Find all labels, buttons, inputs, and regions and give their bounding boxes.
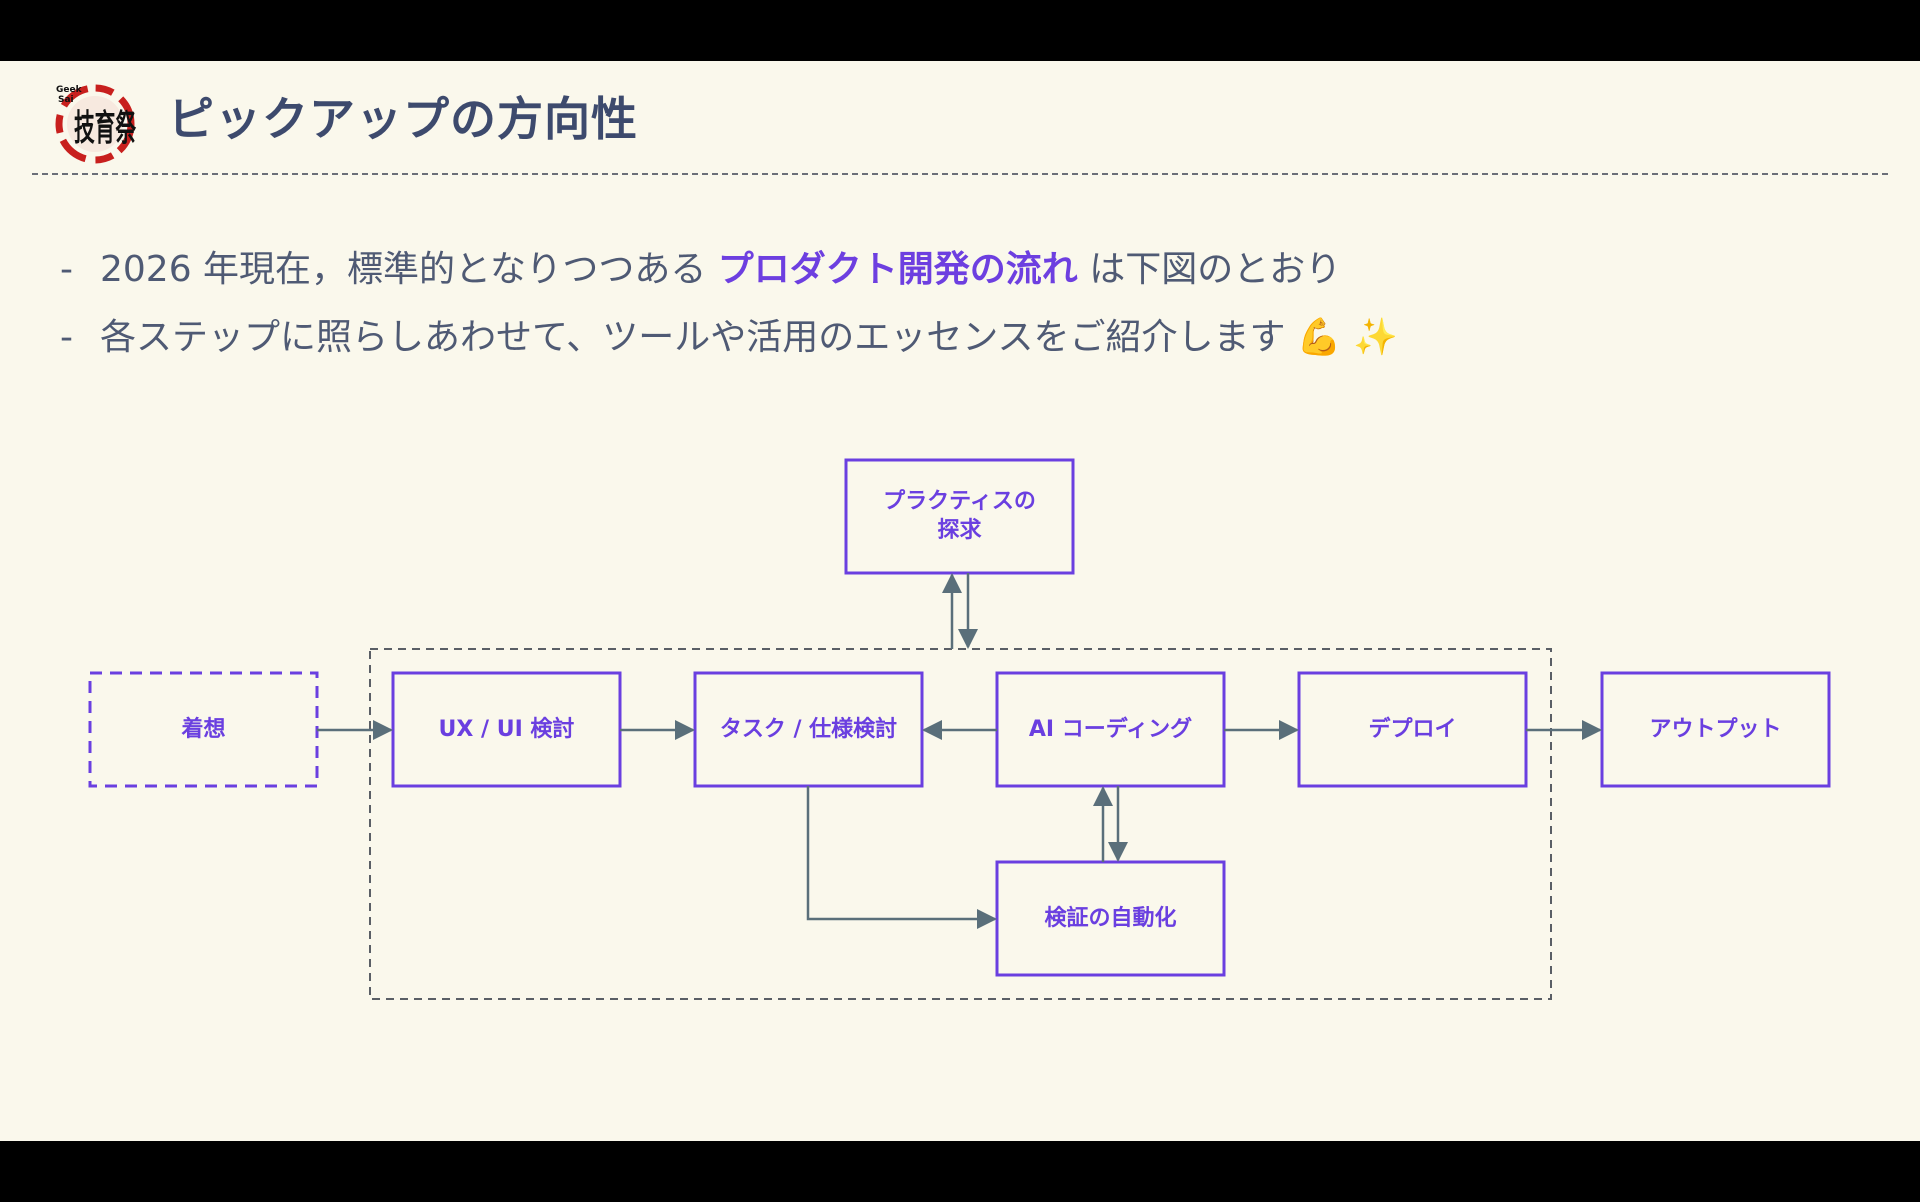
bullet-list: -2026 年現在，標準的となりつつある プロダクト開発の流れ は下図のとおり … <box>60 236 1398 372</box>
bullet-highlight: プロダクト開発の流れ <box>717 249 1078 290</box>
geeksai-logo: Geek Sai 技育祭 <box>55 84 137 164</box>
node-label: タスク / 仕様検討 <box>720 716 897 742</box>
page-title: ピックアップの方向性 <box>168 92 638 146</box>
node-ideation: 着想 <box>88 671 319 788</box>
arrow-task-to-verification <box>806 786 997 929</box>
node-label: アウトプット <box>1649 717 1781 742</box>
title-divider <box>32 173 1888 175</box>
node-label: プラクティスの <box>883 489 1036 514</box>
node-verification: 検証の自動化 <box>995 860 1226 977</box>
slide: Geek Sai 技育祭 ピックアップの方向性 -2026 年現在，標準的となり… <box>0 61 1920 1141</box>
node-output: アウトプット <box>1600 671 1831 788</box>
node-practice: プラクティスの 探求 <box>844 458 1075 575</box>
bullet-dash: - <box>60 317 73 358</box>
node-label: AI コーディング <box>1029 716 1192 742</box>
node-task-spec: タスク / 仕様検討 <box>693 671 924 788</box>
bullet-text: 各ステップに照らしあわせて、ツールや活用のエッセンスをご紹介します 💪 ✨ <box>100 317 1399 358</box>
node-deploy: デプロイ <box>1297 671 1528 788</box>
node-label: 着想 <box>180 716 225 742</box>
node-label: UX / UI 検討 <box>439 716 575 742</box>
node-label: デプロイ <box>1368 716 1456 742</box>
node-label: 検証の自動化 <box>1044 905 1176 931</box>
svg-text:Sai: Sai <box>58 95 74 105</box>
bullet-text: 2026 年現在，標準的となりつつある <box>100 249 718 290</box>
flow-diagram: 着想 UX / UI 検討 タスク / 仕様検討 AI コーディング デプロイ … <box>88 458 1831 1000</box>
node-ux-ui: UX / UI 検討 <box>391 671 622 788</box>
process-group-boundary <box>369 648 1552 1000</box>
logo-text: 技育祭 <box>74 107 137 149</box>
bullet-dash: - <box>60 249 73 290</box>
bullet-item: -各ステップに照らしあわせて、ツールや活用のエッセンスをご紹介します 💪 ✨ <box>60 304 1398 372</box>
node-label: 探求 <box>937 517 981 543</box>
logo-subtext: Geek <box>56 85 83 95</box>
bullet-item: -2026 年現在，標準的となりつつある プロダクト開発の流れ は下図のとおり <box>60 236 1398 304</box>
bullet-text-suffix: は下図のとおり <box>1077 249 1342 290</box>
node-ai-coding: AI コーディング <box>995 671 1226 788</box>
